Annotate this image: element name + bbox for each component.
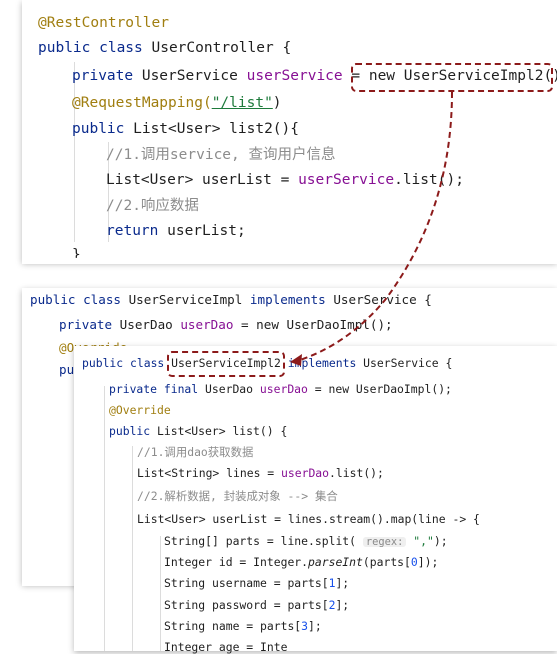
type-name: UserDao (198, 382, 260, 396)
number-literal: 1 (328, 576, 336, 590)
code-line: public List<User> list() { (109, 424, 288, 438)
class-name: UserController { (142, 40, 292, 56)
annotation: @RequestMapping( (72, 95, 212, 111)
code-line: String[] parts = line.split( regex: ",")… (164, 534, 448, 548)
code-panel-user-service-impl2: public class UserServiceImpl2 implements… (74, 346, 557, 654)
field-name: userService (298, 172, 395, 188)
keyword: public (72, 121, 125, 137)
code-line: Integer age = Inte (164, 640, 288, 654)
declaration: String password = parts[ (164, 598, 329, 612)
number-literal: 2 (328, 598, 336, 612)
code-line: List<User> userList = lines.stream().map… (137, 512, 480, 526)
method-call: .list(); (329, 466, 384, 480)
method-signature: List<User> list2(){ (124, 121, 299, 137)
code-comment: //2.响应数据 (106, 198, 199, 214)
punctuation: ); (433, 534, 448, 548)
interface-name: UserService { (356, 356, 453, 370)
punctuation: ]; (308, 619, 322, 633)
code-comment: //1.调用service, 查询用户信息 (106, 147, 336, 163)
punctuation: ]; (335, 598, 350, 612)
keyword: public (109, 424, 151, 438)
number-literal: 3 (301, 619, 309, 633)
number-literal: 0 (410, 555, 418, 569)
code-line: private final UserDao userDao = new User… (109, 382, 452, 396)
method-call: .list(); (394, 172, 464, 188)
punctuation: ]); (417, 555, 439, 569)
declaration: Integer id = Integer. (164, 555, 309, 569)
code-line: List<User> userList = userService.list()… (106, 173, 464, 188)
code-line: String username = parts[1]; (164, 576, 350, 590)
code-line: public class UserController { (38, 41, 291, 56)
code-line: public List<User> list2(){ (72, 122, 299, 137)
code-line: List<String> lines = userDao.list(); (137, 466, 384, 480)
static-method: parseInt (308, 555, 363, 569)
code-line: public class UserServiceImpl implements … (30, 292, 432, 307)
highlighted-code: new UserServiceImpl2(); (368, 68, 557, 84)
declaration: List<String> lines = (137, 466, 282, 480)
declaration: String name = parts[ (164, 619, 302, 633)
highlight-box-new-impl (351, 63, 553, 92)
torn-edge (22, 245, 557, 264)
keyword: public class (38, 40, 143, 56)
keyword: implements (249, 292, 326, 307)
indent-guide (132, 446, 133, 651)
class-name: UserServiceImpl (121, 292, 250, 307)
keyword: implements (280, 356, 357, 370)
punctuation: ]; (335, 576, 350, 590)
code-line-fragment: pu (59, 362, 75, 377)
parameter-hint: regex: (362, 537, 407, 547)
argument: (parts[ (362, 555, 411, 569)
field-name: userDao (259, 382, 308, 396)
interface-name: UserService { (325, 292, 432, 307)
method-signature: List<User> list() { (150, 424, 288, 438)
indent-guide (104, 386, 105, 651)
annotation: @Override (109, 403, 171, 417)
code-line: String name = parts[3]; (164, 619, 322, 633)
code-line: private UserDao userDao = new UserDaoImp… (59, 317, 393, 332)
string-literal: "," (406, 534, 434, 548)
type-name: UserDao (112, 317, 181, 332)
initializer: = new UserDaoImpl(); (307, 382, 452, 396)
indent-guide (160, 536, 161, 651)
code-line: public class UserServiceImpl2 implements… (82, 356, 453, 370)
initializer: = new UserDaoImpl(); (233, 317, 393, 332)
code-line: } (72, 247, 81, 263)
keyword: return (106, 223, 159, 239)
code-panel-user-controller: @RestController public class UserControl… (22, 0, 557, 264)
declaration: String username = parts[ (164, 576, 329, 590)
keyword: public class (82, 356, 172, 370)
code-line: @RestController (38, 15, 169, 31)
code-line: return userList; (106, 224, 246, 239)
operator: = (342, 68, 369, 84)
code-line: Integer id = Integer.parseInt(parts[0]); (164, 555, 439, 569)
indent-guide (74, 62, 75, 242)
code-line: @RequestMapping("/list") (72, 96, 282, 111)
highlight-box-class-name (167, 351, 285, 377)
punctuation: ) (272, 95, 282, 111)
declaration: String[] parts = line.split( (164, 534, 363, 548)
field-name: userDao (281, 466, 330, 480)
return-value: userList; (158, 223, 246, 239)
declaration: List<User> userList = (106, 172, 299, 188)
keyword: public class (30, 292, 121, 307)
keyword: private (72, 68, 134, 84)
keyword: private (59, 317, 113, 332)
indent-guide (108, 142, 109, 242)
code-comment: //2.解析数据, 封装成对象 --> 集合 (137, 489, 338, 503)
code-line: private UserService userService = new Us… (72, 69, 557, 84)
field-name: userDao (180, 317, 234, 332)
type-name: UserService (133, 68, 247, 84)
field-name: userService (246, 68, 343, 84)
string-literal: "/list" (211, 95, 273, 111)
highlighted-class-name: UserServiceImpl2 (171, 356, 281, 370)
code-comment: //1.调用dao获取数据 (137, 445, 254, 459)
keyword: private final (109, 382, 199, 396)
code-line: String password = parts[2]; (164, 598, 350, 612)
